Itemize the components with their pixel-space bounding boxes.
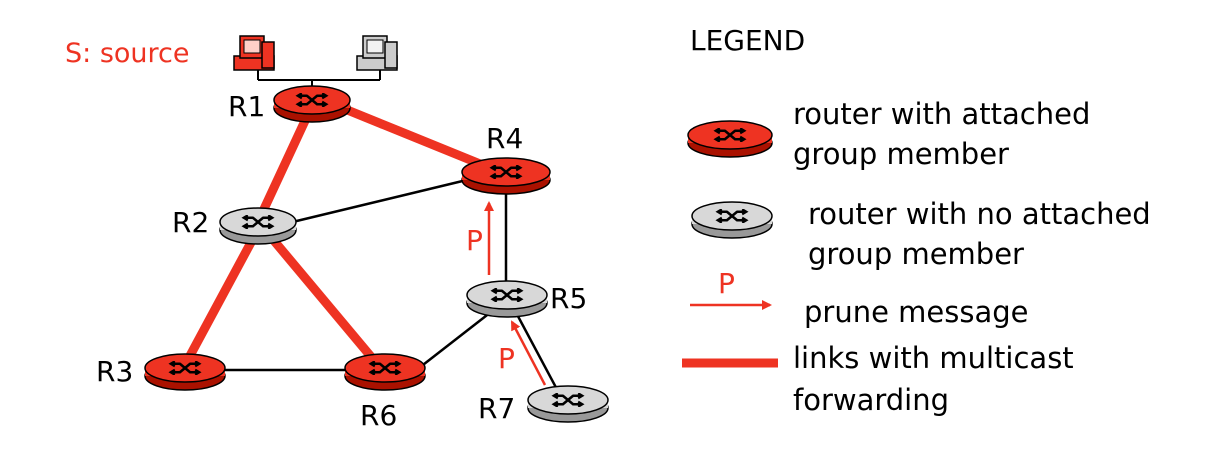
legend-links-line1: links with multicast bbox=[793, 341, 1074, 375]
router-r3 bbox=[144, 353, 226, 391]
link-r2-r6 bbox=[261, 227, 382, 368]
router-label-r5: R5 bbox=[550, 282, 587, 315]
legend-member-line2: group member bbox=[793, 137, 1009, 171]
legend-links-line2: forwarding bbox=[793, 383, 949, 417]
plain-links bbox=[210, 176, 562, 396]
cropped-heading-remnant bbox=[120, 0, 700, 8]
router-label-r1: R1 bbox=[228, 90, 265, 123]
router-label-r2: R2 bbox=[172, 206, 209, 239]
router-r5 bbox=[466, 280, 548, 318]
prune-arrow-r7-r5 bbox=[510, 320, 547, 386]
router-r2 bbox=[219, 207, 297, 245]
router-r1 bbox=[273, 85, 351, 123]
link-r1-r4 bbox=[333, 100, 497, 175]
legend-member-line1: router with attached bbox=[793, 97, 1090, 131]
legend-nonmember-line2: group member bbox=[808, 237, 1024, 271]
legend-title: LEGEND bbox=[690, 24, 805, 57]
router-label-r3: R3 bbox=[96, 355, 133, 388]
link-r2-r3 bbox=[181, 232, 259, 368]
source-label: S: source bbox=[65, 38, 189, 69]
router-r4 bbox=[461, 157, 551, 195]
link-r2-r4 bbox=[279, 176, 476, 227]
source-computer-icon bbox=[233, 35, 275, 71]
prune-label-r5-r4: P bbox=[466, 224, 483, 257]
router-label-r7: R7 bbox=[478, 392, 515, 425]
router-label-r4: R4 bbox=[486, 122, 523, 155]
link-r5-r7 bbox=[510, 304, 562, 396]
legend-member-router-icon bbox=[687, 120, 773, 158]
router-r6 bbox=[344, 353, 426, 391]
link-r6-r5 bbox=[409, 304, 501, 376]
member-computer-icon bbox=[356, 35, 398, 71]
legend-nonmember-router-icon bbox=[691, 201, 773, 239]
legend-nonmember-line1: router with no attached bbox=[808, 197, 1151, 231]
router-r7 bbox=[527, 385, 609, 423]
link-r1-r2 bbox=[253, 108, 315, 224]
prune-label-r7-r5: P bbox=[498, 342, 515, 375]
legend-prune-symbol: P bbox=[718, 267, 735, 300]
router-label-r6: R6 bbox=[360, 399, 397, 432]
multicast-links bbox=[181, 100, 497, 368]
legend-prune-label: prune message bbox=[804, 295, 1028, 329]
